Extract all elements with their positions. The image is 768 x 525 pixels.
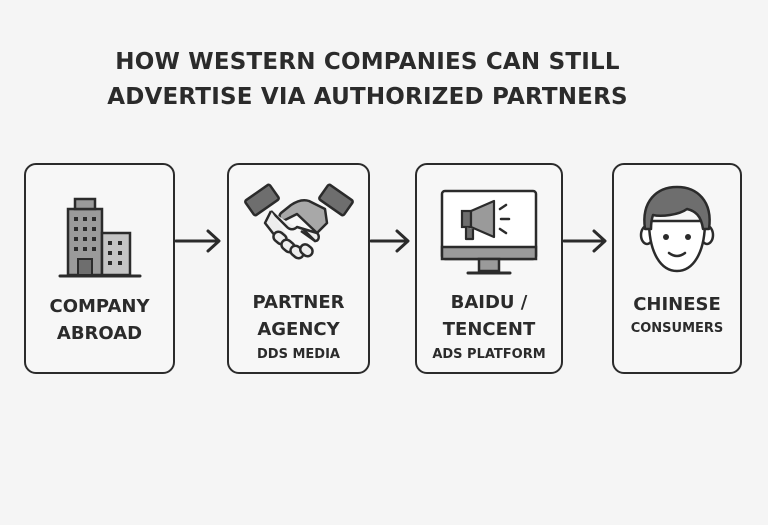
title-line-1: HOW WESTERN COMPANIES CAN STILL [115, 49, 620, 75]
step-label-line: CHINESE [633, 294, 721, 315]
title-line-2: ADVERTISE VIA AUTHORIZED PARTNERS [107, 84, 628, 110]
step-ads-platform: BAIDU / TENCENT ADS PLATFORM [415, 163, 563, 374]
step-label: PARTNER AGENCY DDS MEDIA [229, 289, 368, 367]
flow-arrow-1 [174, 229, 221, 253]
step-sublabel: CONSUMERS [630, 321, 724, 336]
step-label: COMPANY ABROAD [26, 293, 173, 347]
step-label-line: PARTNER [252, 292, 345, 313]
step-company-abroad: COMPANY ABROAD [24, 163, 175, 374]
step-label-line: COMPANY [49, 296, 150, 317]
flow-arrow-3 [562, 229, 607, 253]
office-building-icon [58, 197, 141, 278]
monitor-megaphone-icon [440, 189, 538, 275]
step-partner-agency: PARTNER AGENCY DDS MEDIA [227, 163, 370, 374]
step-sublabel: ADS PLATFORM [432, 347, 546, 362]
flow-arrow-2 [369, 229, 410, 253]
step-label-line: TENCENT [442, 319, 536, 340]
step-label-line: BAIDU / [450, 292, 528, 313]
step-label: CHINESE CONSUMERS [614, 291, 740, 340]
diagram-title: HOW WESTERN COMPANIES CAN STILL ADVERTIS… [0, 45, 735, 115]
step-label-line: AGENCY [257, 319, 340, 340]
step-sublabel: DDS MEDIA [257, 347, 340, 362]
step-label-line: ABROAD [56, 323, 143, 344]
step-label: BAIDU / TENCENT ADS PLATFORM [417, 289, 561, 367]
handshake-icon [243, 183, 354, 260]
person-face-icon [639, 185, 715, 273]
step-chinese-consumers: CHINESE CONSUMERS [612, 163, 742, 374]
